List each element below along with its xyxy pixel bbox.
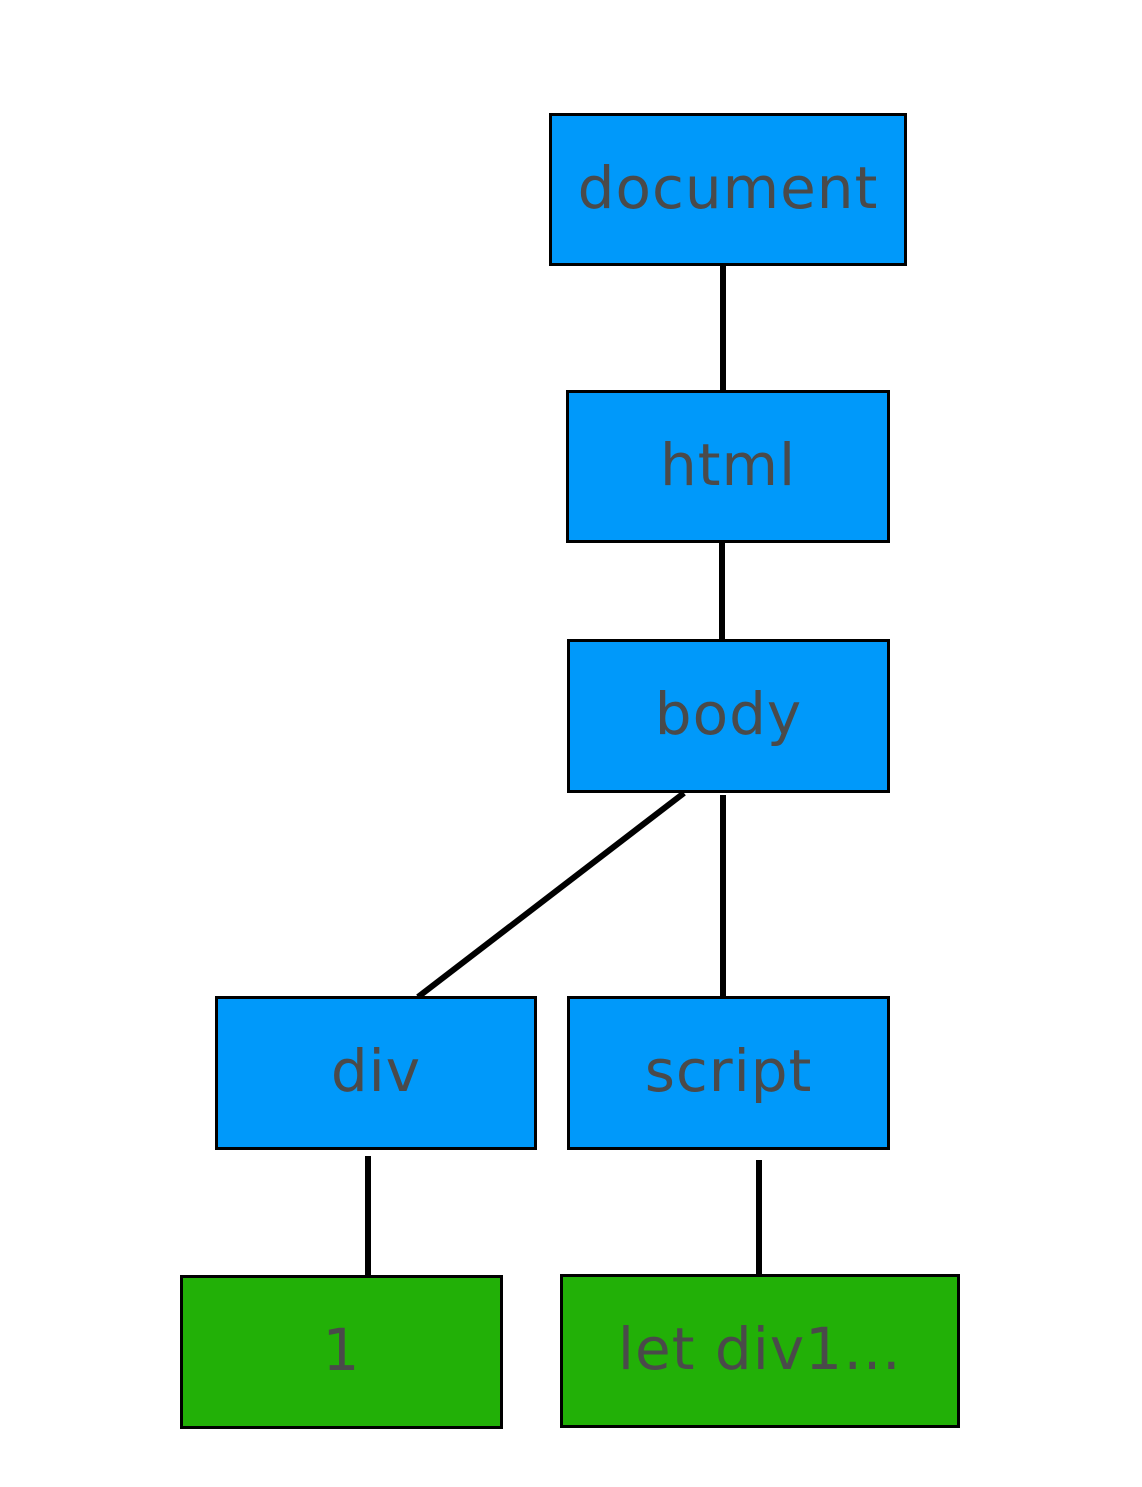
node-document-label: document [577,153,879,222]
node-div-label: div [330,1037,422,1105]
node-script-textnode: let div1… [560,1274,960,1428]
node-div-textnode-label: 1 [322,1316,361,1384]
node-script: script [567,996,890,1150]
node-script-label: script [644,1037,813,1105]
node-document: document [549,113,907,266]
node-div-textnode: 1 [180,1275,503,1429]
edge-body-div [416,790,686,1000]
node-body-label: body [654,680,803,748]
node-html: html [566,390,890,543]
node-script-textnode-label: let div1… [617,1315,903,1383]
node-div: div [215,996,537,1150]
node-html-label: html [659,430,797,499]
node-body: body [567,639,890,793]
